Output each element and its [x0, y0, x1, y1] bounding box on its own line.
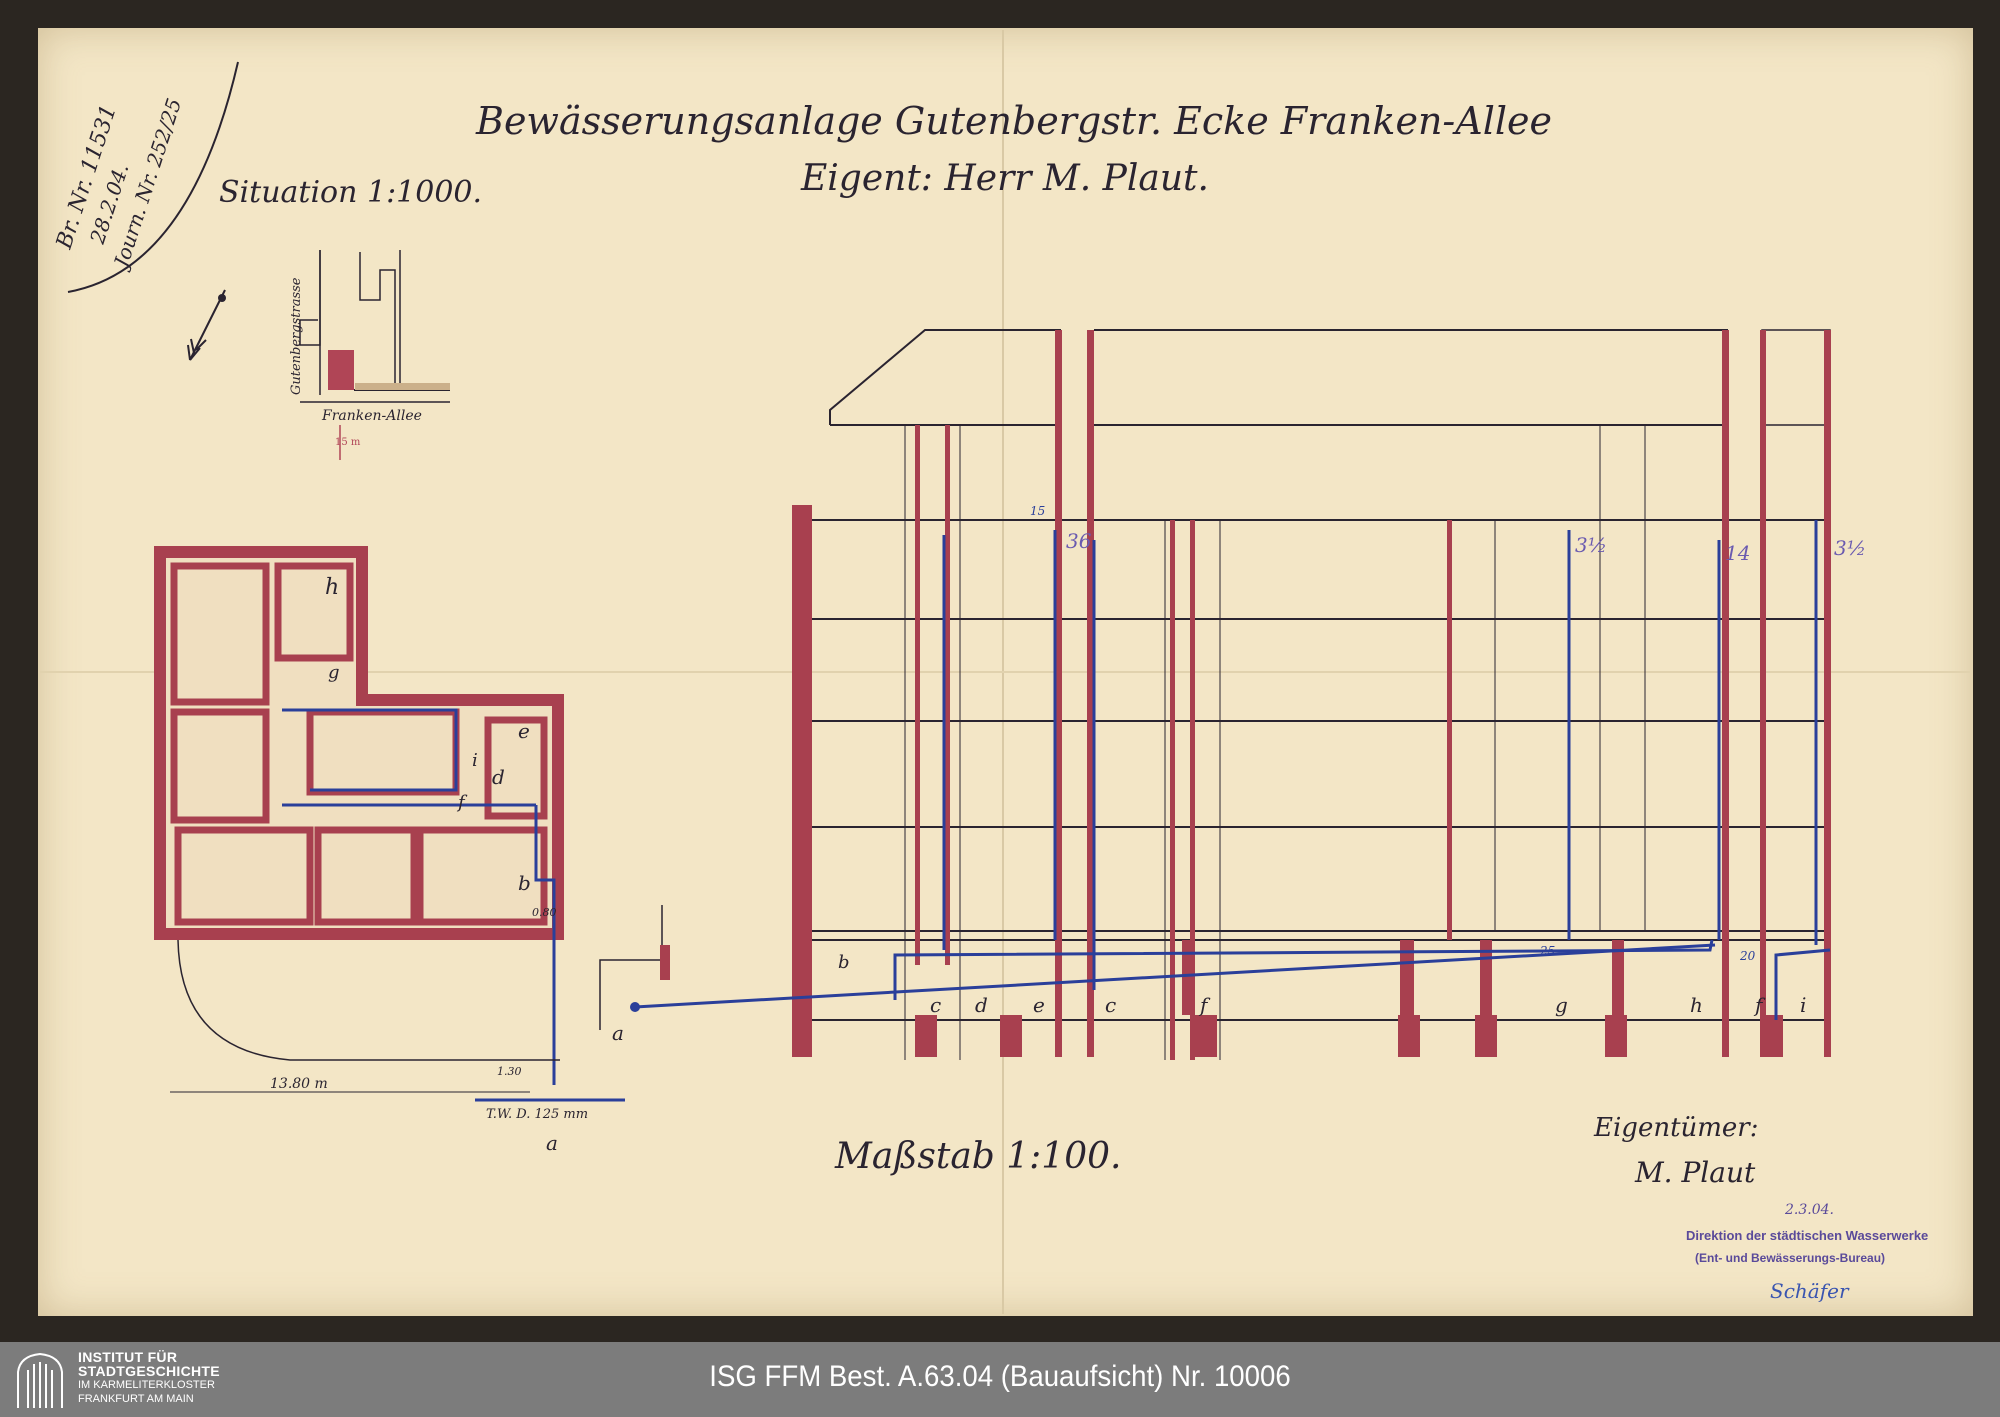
riser-label: 3½ [1575, 533, 1607, 557]
street-label: Franken-Allee [321, 408, 422, 424]
pipe-size-label: 25 [1539, 944, 1555, 958]
institute-line: INSTITUT FÜR [78, 1349, 178, 1365]
institute-line: STADTGESCHICHTE [78, 1363, 220, 1379]
pipe-line [282, 708, 556, 1085]
archive-note-arc [67, 61, 239, 293]
title-line-2: Eigent: Herr M. Plaut. [800, 158, 1209, 199]
point-label: f [1198, 993, 1211, 1017]
site-plan: Gutenbergstrasse Franken-Allee 15 m [289, 250, 450, 460]
owner-signature: M. Plaut [1634, 1156, 1756, 1189]
room-label: h [325, 575, 339, 600]
stamp-line: Direktion der städtischen Wasserwerke [1686, 1228, 1928, 1243]
street-label: Gutenbergstrasse [289, 277, 304, 395]
room-label: a [546, 1131, 558, 1155]
stamp-line: (Ent- und Bewässerungs-Bureau) [1695, 1251, 1885, 1265]
title-line-1: Bewässerungsanlage Gutenbergstr. Ecke Fr… [475, 99, 1552, 143]
point-label: d [975, 993, 988, 1017]
room-label: e [518, 719, 530, 743]
pipe-size-label: 15 [1030, 504, 1045, 518]
point-label: c [930, 993, 941, 1017]
institute-name: INSTITUT FÜR STADTGESCHICHTE IM KARMELIT… [78, 1350, 220, 1406]
room-label: d [492, 765, 505, 789]
situation-label: Situation 1:1000. [219, 175, 482, 210]
institute-line: IM KARMELITERKLOSTER [78, 1379, 215, 1391]
floor-plan: 13.80 m T.W. D. 125 mm 1.30 0.80 h g e d… [154, 546, 625, 1155]
pipe-size-label: 20 [1739, 949, 1756, 963]
riser-label: 36 [1066, 529, 1092, 553]
point-label: c [1105, 993, 1116, 1017]
archive-caption: ISG FFM Best. A.63.04 (Bauaufsicht) Nr. … [709, 1360, 1291, 1393]
owner-label: Eigentümer: [1593, 1113, 1759, 1143]
pipe-network [634, 520, 1831, 1020]
main-pipe-label: T.W. D. 125 mm [486, 1107, 588, 1122]
stamp-date: 2.3.04. [1784, 1202, 1834, 1218]
plan-dimension: 13.80 m [270, 1076, 328, 1092]
site-dimension: 15 m [335, 437, 361, 448]
building-section: a b c d e c f g h f i 25 20 15 36 3½ 14 … [599, 329, 1866, 1060]
point-label: i [1800, 993, 1806, 1017]
archive-note: Br. Nr. 11531 28.2.04. Journ. Nr. 252/25 [52, 95, 187, 274]
point-label: g [1555, 993, 1568, 1017]
riser-label: 3½ [1834, 536, 1866, 560]
north-arrow-icon [187, 289, 226, 361]
institute-line: FRANKFURT AM MAIN [78, 1393, 194, 1405]
room-label: b [518, 871, 531, 895]
site-plot-marked [328, 350, 354, 390]
scale-label: Maßstab 1:100. [834, 1136, 1121, 1177]
stamp-signature: Schäfer [1770, 1279, 1850, 1303]
point-label: e [1033, 993, 1045, 1017]
room-label: i [472, 750, 478, 771]
official-stamp: 2.3.04. Direktion der städtischen Wasser… [1686, 1202, 1928, 1303]
point-label: b [838, 952, 850, 973]
point-label: h [1690, 993, 1703, 1017]
riser-label: 14 [1725, 541, 1750, 565]
depth-label: 1.30 [497, 1065, 522, 1078]
room-label: g [328, 662, 340, 683]
institute-logo-icon [17, 1352, 63, 1408]
depth-label: 0.80 [532, 906, 557, 919]
archive-footer: INSTITUT FÜR STADTGESCHICHTE IM KARMELIT… [0, 1342, 2000, 1417]
point-label: a [612, 1021, 624, 1045]
